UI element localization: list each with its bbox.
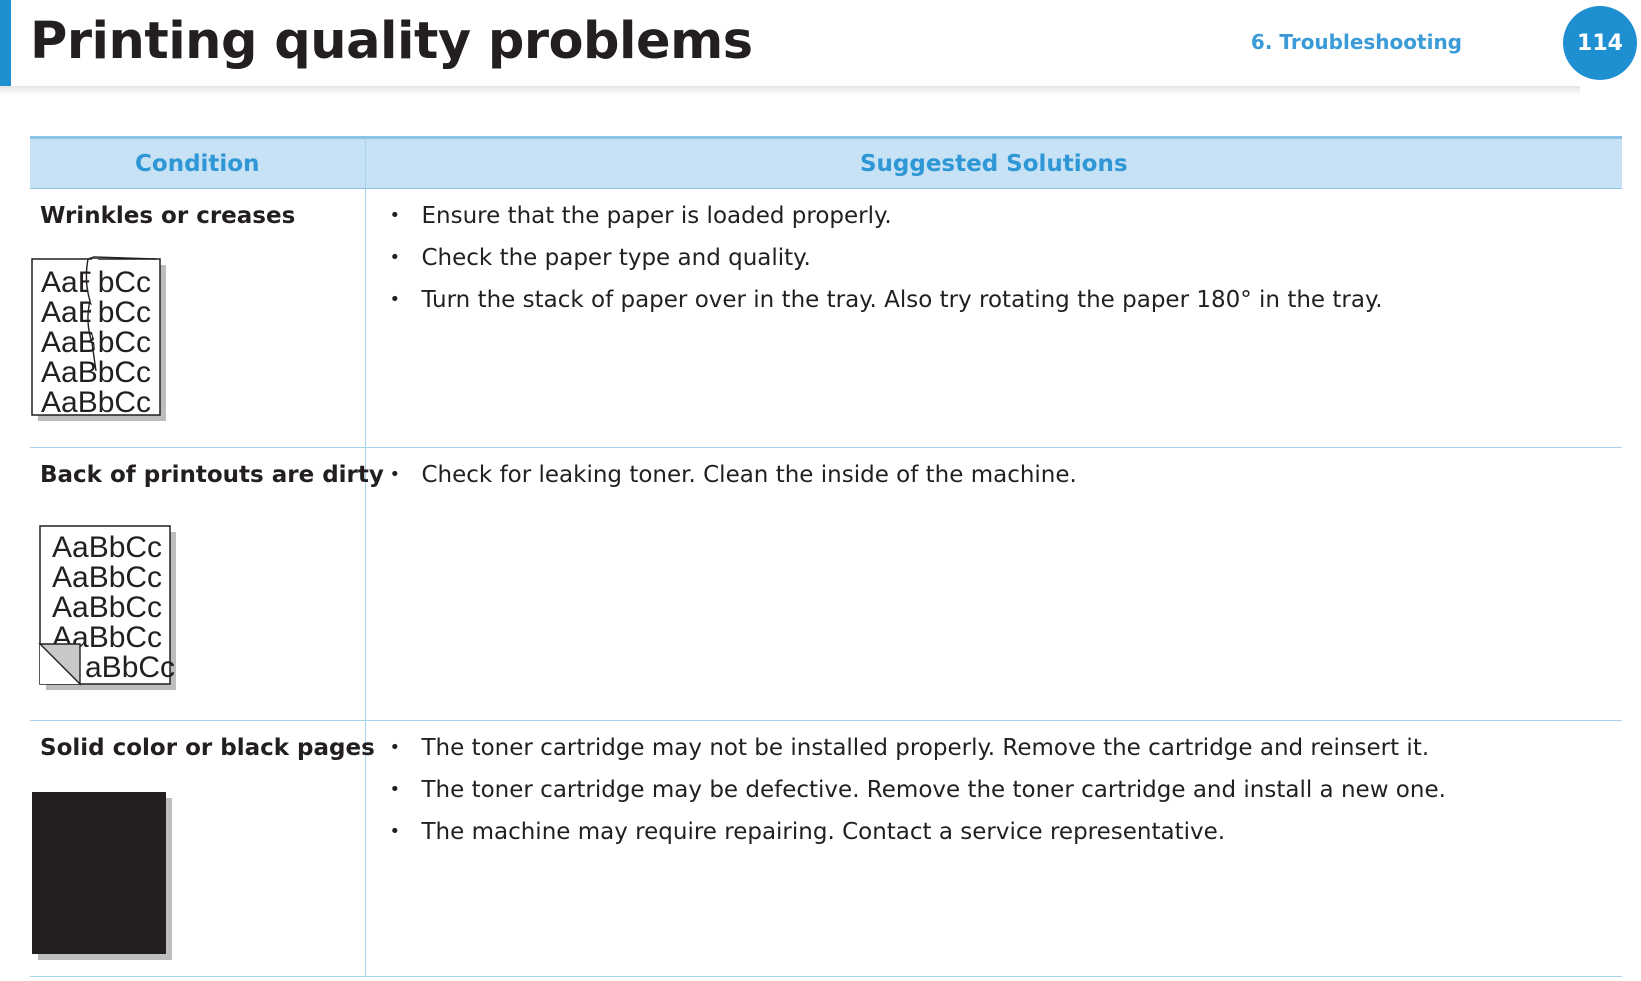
folded-corner <box>38 643 81 686</box>
bullet-icon: • <box>389 464 401 485</box>
bullet-icon: • <box>389 247 401 268</box>
condition-cell: Solid color or black pages <box>30 720 375 977</box>
condition-label: Wrinkles or creases <box>40 203 296 229</box>
list-item: •Ensure that the paper is loaded properl… <box>389 203 892 229</box>
page-number-circle <box>1563 6 1637 80</box>
list-item: •The toner cartridge may be defective. R… <box>389 777 1446 803</box>
solutions-cell: •Ensure that the paper is loaded properl… <box>365 188 1623 448</box>
dirty-back-page-illustration: AaBbCc AaBbCc AaBbCc AaBbCc aBbCc <box>38 524 188 696</box>
list-item: •Check the paper type and quality. <box>389 245 811 271</box>
bullet-icon: • <box>389 289 401 310</box>
bullet-icon: • <box>389 779 401 800</box>
sample-text-line: aBbCc <box>85 651 175 684</box>
solutions-list: •The toner cartridge may not be installe… <box>366 721 1623 847</box>
table-row: Back of printouts are dirty AaBbCc AaBbC… <box>30 447 1623 721</box>
list-item: •Check for leaking toner. Clean the insi… <box>389 462 1077 488</box>
solutions-list: •Ensure that the paper is loaded properl… <box>366 189 1623 315</box>
table-row: Solid color or black pages •The toner ca… <box>30 720 1623 977</box>
wrinkled-page-illustration: AaBbCc AaBbCc AaBbCc AaBbCc AaBbCc <box>30 255 180 437</box>
list-item: •The toner cartridge may not be installe… <box>389 735 1430 761</box>
list-item: •Turn the stack of paper over in the tra… <box>389 287 1383 313</box>
column-header-condition: Condition <box>30 136 366 189</box>
solid-black-page <box>32 792 166 954</box>
sample-text-line: AaBbCc <box>41 386 151 419</box>
column-header-solutions: Suggested Solutions <box>365 136 1622 189</box>
crease-line <box>85 258 97 372</box>
table-row: Wrinkles or creases AaBbCc AaBbCc AaBbCc… <box>30 188 1623 448</box>
solutions-list: •Check for leaking toner. Clean the insi… <box>366 448 1623 490</box>
sample-text-line: AaBbCc <box>52 531 162 564</box>
page-number: 114 <box>1577 30 1623 56</box>
page-title: Printing quality problems <box>30 12 753 71</box>
condition-label: Solid color or black pages <box>40 735 375 761</box>
page-number-badge: 114 <box>1563 0 1639 84</box>
bullet-icon: • <box>389 737 401 758</box>
troubleshooting-table: Condition Suggested Solutions Wrinkles o… <box>30 136 1622 977</box>
black-page-illustration <box>30 790 180 962</box>
sample-text-line: AaBbCc <box>52 591 162 624</box>
condition-cell: Back of printouts are dirty AaBbCc AaBbC… <box>30 447 384 721</box>
condition-label: Back of printouts are dirty <box>40 462 384 488</box>
table-header-row: Condition Suggested Solutions <box>30 136 1622 189</box>
header-divider <box>0 86 1580 96</box>
solutions-cell: •Check for leaking toner. Clean the insi… <box>365 447 1623 721</box>
chapter-label[interactable]: 6. Troubleshooting <box>1251 24 1462 60</box>
condition-cell: Wrinkles or creases AaBbCc AaBbCc AaBbCc… <box>30 188 366 448</box>
bullet-icon: • <box>389 205 401 226</box>
sample-text-line: AaBbCc <box>52 561 162 594</box>
list-item: •The machine may require repairing. Cont… <box>389 819 1226 845</box>
chapter-text: 6. Troubleshooting <box>1250 30 1462 54</box>
accent-bar <box>0 0 11 91</box>
bullet-icon: • <box>389 821 401 842</box>
solutions-cell: •The toner cartridge may not be installe… <box>365 720 1623 977</box>
